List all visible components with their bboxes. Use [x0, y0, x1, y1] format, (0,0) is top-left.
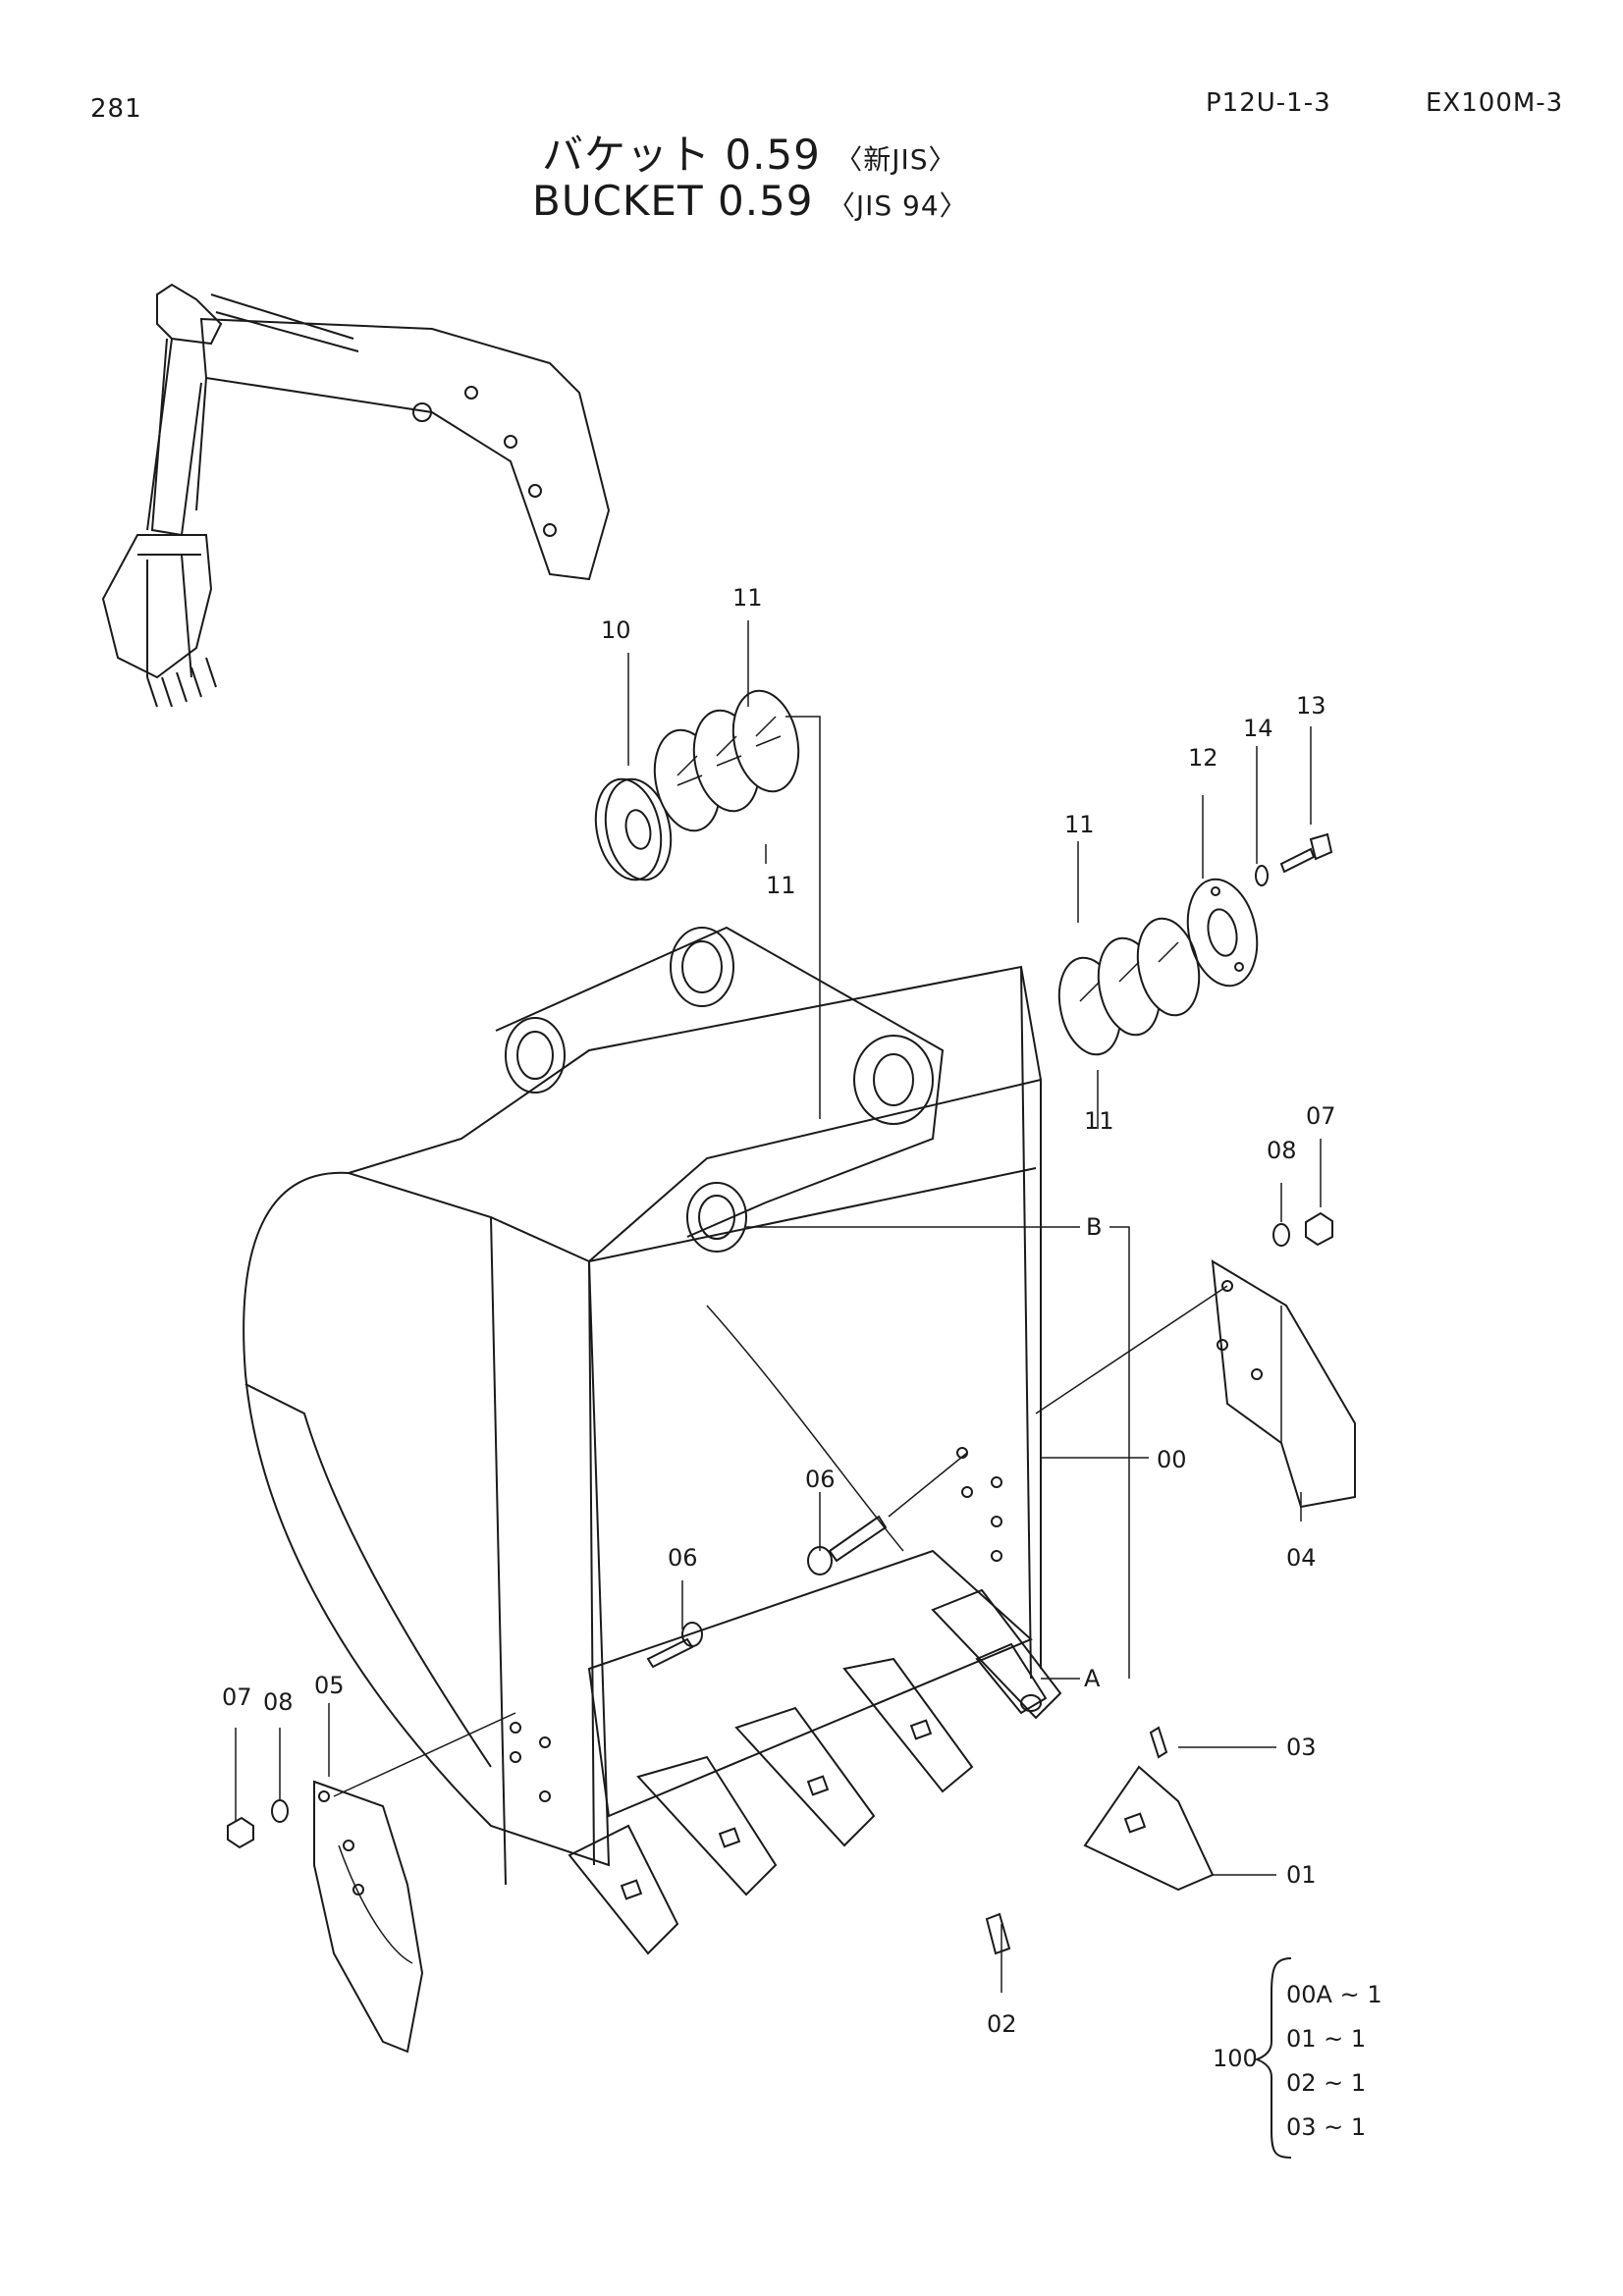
label-08-right: 08 [1267, 1137, 1297, 1164]
label-07-left: 07 [222, 1683, 252, 1711]
label-02: 02 [987, 2010, 1017, 2038]
label-ref-a: A [1084, 1665, 1101, 1692]
part-08-washer-right [1272, 1223, 1290, 1247]
model-code: EX100M-3 [1426, 88, 1564, 118]
label-08-left: 08 [263, 1688, 294, 1716]
tooth-adapter [975, 1642, 1048, 1715]
callout-labels: 10 11 11 11 11 12 14 13 07 08 B 00 04 06… [222, 584, 1336, 2038]
part-04-side-cutter [1211, 1259, 1356, 1509]
part-11-shims-upper [653, 689, 800, 832]
kit-item-2: 01 ~ 1 [1286, 2025, 1366, 2053]
label-05: 05 [314, 1672, 345, 1699]
kit-number: 100 [1213, 2045, 1258, 2072]
kit-list: 100 00A ~ 1 01 ~ 1 02 ~ 1 03 ~ 1 [1213, 1957, 1382, 2159]
part-00-bucket-body [243, 926, 1043, 1886]
kit-item-1: 00A ~ 1 [1286, 1981, 1382, 2008]
label-07-right: 07 [1306, 1102, 1336, 1130]
part-03-pin [1149, 1726, 1168, 1759]
label-06-lower: 06 [668, 1544, 698, 1572]
part-11-shims-right [1057, 917, 1201, 1056]
label-01: 01 [1286, 1861, 1317, 1889]
title-jp: バケット 0.59 〈新JIS〉 [542, 122, 957, 182]
label-11-mid-upper: 11 [766, 872, 796, 899]
label-04: 04 [1286, 1544, 1317, 1572]
doc-code: P12U-1-3 [1206, 88, 1331, 118]
page-number: 281 [90, 94, 142, 124]
leader-lines [235, 620, 1322, 1993]
label-11-right-bottom: 11 [1084, 1107, 1114, 1135]
part-14-washer [1255, 865, 1269, 886]
part-10-ring [594, 777, 673, 881]
part-06-bolt-lower [646, 1622, 703, 1669]
title-en-std: 〈JIS 94〉 [827, 189, 968, 222]
part-07-nut-left [227, 1816, 254, 1849]
label-13: 13 [1296, 692, 1326, 720]
part-12-plate [1186, 878, 1259, 988]
label-03: 03 [1286, 1734, 1317, 1761]
excavator-arm-sketch [101, 283, 611, 708]
part-02-lock [985, 1912, 1011, 1955]
title-en-name: BUCKET 0.59 [532, 177, 814, 225]
part-08-washer-left [271, 1799, 289, 1823]
label-00: 00 [1157, 1446, 1187, 1473]
kit-item-4: 03 ~ 1 [1286, 2113, 1366, 2141]
kit-item-3: 02 ~ 1 [1286, 2069, 1366, 2097]
part-01-tooth-point [1083, 1765, 1215, 1892]
label-06-upper: 06 [805, 1466, 836, 1493]
title-jp-name: バケット 0.59 [542, 131, 821, 179]
label-11-top: 11 [732, 584, 763, 612]
label-12: 12 [1188, 744, 1218, 772]
label-11-right-top: 11 [1064, 811, 1095, 838]
title-en: BUCKET 0.59 〈JIS 94〉 [532, 177, 968, 225]
bucket-teeth [568, 1588, 1062, 1955]
title-jp-std: 〈新JIS〉 [835, 143, 957, 176]
part-13-bolt [1279, 832, 1333, 874]
part-07-nut-right [1305, 1211, 1333, 1247]
part-05-side-cutter [313, 1780, 424, 2054]
label-10: 10 [601, 616, 631, 644]
label-14: 14 [1243, 715, 1273, 742]
label-ref-b: B [1086, 1213, 1102, 1241]
